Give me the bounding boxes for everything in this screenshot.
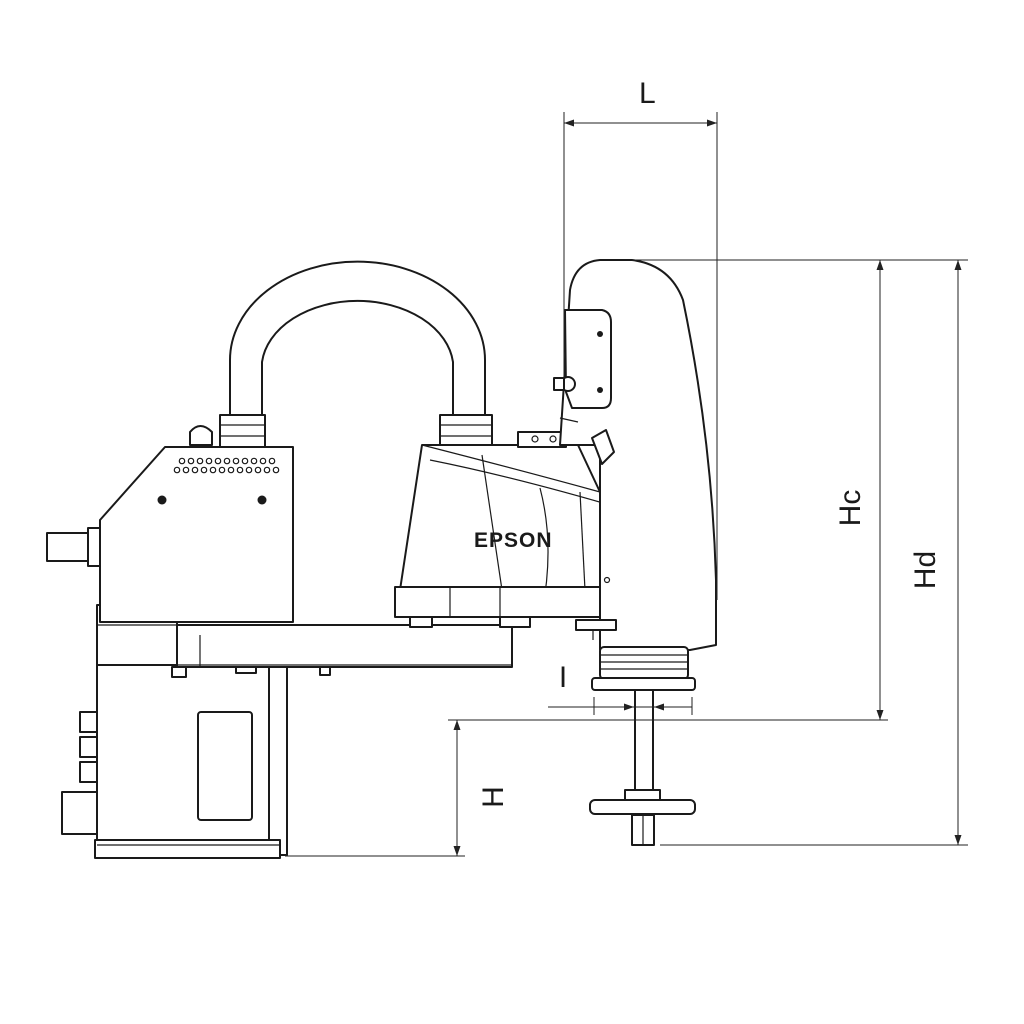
screw: [257, 495, 267, 505]
label-L: L: [639, 77, 656, 110]
base-window: [197, 711, 253, 821]
label-I: I: [559, 661, 567, 694]
controller-box: [46, 414, 294, 623]
label-Hd: Hd: [909, 551, 942, 589]
dimension-labels: L Hc Hd H I: [477, 77, 942, 808]
screw: [157, 495, 167, 505]
label-Hc: Hc: [834, 490, 867, 527]
base-side-ports: [79, 711, 98, 783]
cable-duct: [229, 260, 486, 416]
lower-flange: [589, 799, 696, 815]
top-connectors: [517, 431, 567, 448]
cable-fitting-left: [219, 414, 266, 448]
upper-flange: [591, 677, 696, 691]
vent-holes: [173, 457, 280, 474]
side-plate: [564, 309, 612, 409]
cable-gland-left: [189, 425, 213, 446]
ball-screw-spline-nut: [599, 646, 689, 680]
spline-shaft: [589, 646, 696, 846]
dimension-lines: [285, 112, 968, 857]
cable-fitting-right: [439, 414, 493, 448]
base-side-connector: [61, 791, 98, 835]
release-button: [591, 429, 615, 465]
label-H: H: [477, 786, 510, 808]
arm-1: [171, 624, 513, 678]
brand-logo: EPSON: [474, 529, 553, 552]
z-axis-housing: [553, 259, 717, 651]
